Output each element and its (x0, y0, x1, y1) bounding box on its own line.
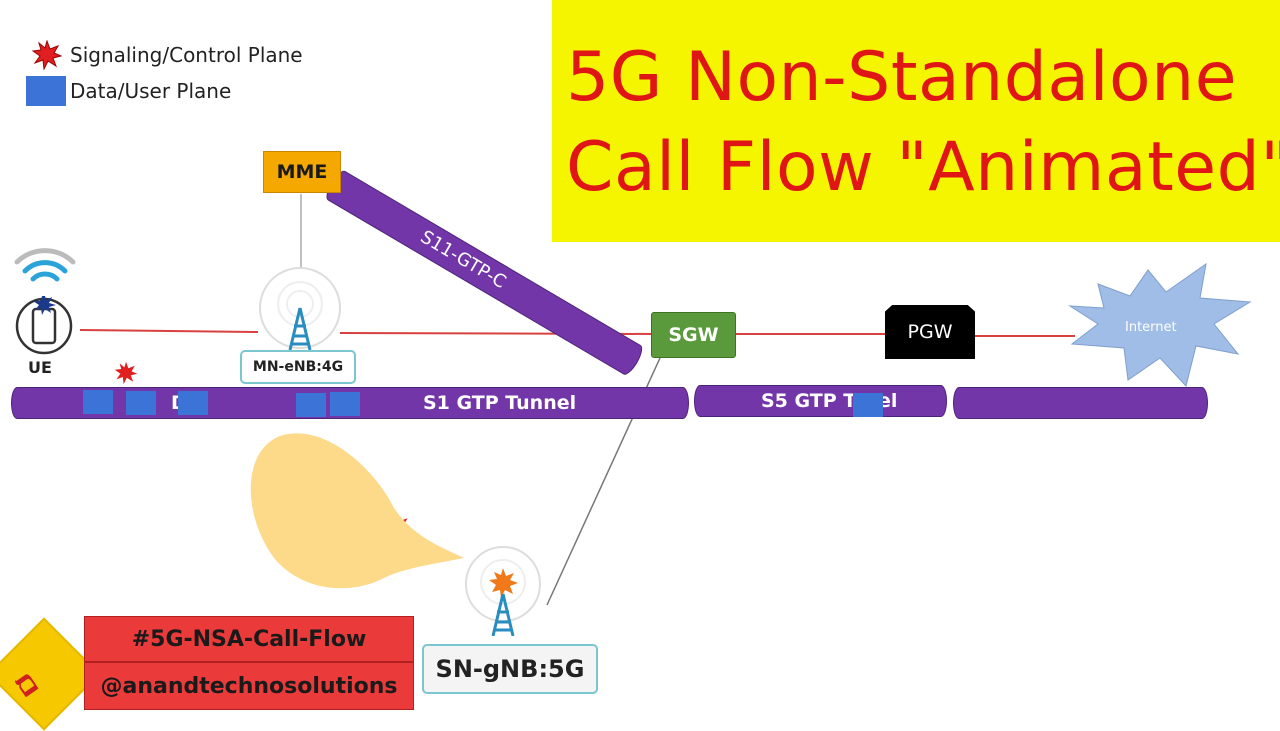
mme-node[interactable]: MME (263, 151, 341, 193)
mme-label: MME (276, 161, 328, 183)
pgw-node[interactable]: PGW (885, 305, 975, 359)
handle-tag[interactable]: @anandtechnosolutions (84, 662, 414, 710)
cell-tower-5g-icon (465, 546, 541, 637)
s5-tunnel: S5 GTP Tu el (694, 385, 947, 417)
hashtag-tag: #5G-NSA-Call-Flow (84, 616, 414, 662)
legend-signaling-label: Signaling/Control Plane (70, 43, 303, 67)
sgw-node[interactable]: SGW (651, 312, 736, 358)
handle-label: @anandtechnosolutions (100, 673, 398, 699)
data-packet (296, 393, 326, 417)
data-packet (83, 390, 113, 414)
legend-data: Data/User Plane (26, 76, 231, 106)
gnb-label: SN-gNB:5G (435, 655, 585, 683)
data-packet (853, 393, 883, 417)
gnb-tower[interactable] (463, 546, 543, 637)
wifi-icon (14, 248, 76, 282)
internet-label: Internet (1125, 320, 1177, 335)
title-line-2: Call Flow "Animated" (566, 128, 1280, 207)
signal-star-icon (114, 361, 138, 385)
sgw-label: SGW (668, 324, 719, 346)
title-banner: 5G Non-Standalone Call Flow "Animated" (552, 0, 1280, 242)
ue-label: UE (28, 358, 52, 377)
internet-cloud[interactable]: Internet (1068, 262, 1252, 388)
hashtag-label: #5G-NSA-Call-Flow (131, 626, 367, 652)
enb-tower[interactable] (258, 266, 342, 351)
sgi-tunnel (953, 387, 1208, 419)
phone-icon (15, 296, 73, 355)
s1-label: S1 GTP Tunnel (423, 392, 577, 414)
enb-label: MN-eNB:4G (252, 359, 344, 375)
internet-burst-icon (1068, 262, 1252, 388)
ue-device[interactable]: UE (10, 246, 80, 377)
legend-data-label: Data/User Plane (70, 79, 232, 103)
cell-tower-icon (259, 267, 341, 351)
gnb-label-box: SN-gNB:5G (422, 644, 598, 694)
data-packet (126, 391, 156, 415)
data-packet (178, 391, 208, 415)
data-packet-icon (26, 76, 66, 106)
title-line-1: 5G Non-Standalone (566, 38, 1238, 117)
signaling-star-icon (32, 40, 62, 70)
enb-label-box: MN-eNB:4G (240, 350, 356, 384)
s5-label: S5 GTP Tu (761, 390, 868, 412)
pgw-label: PGW (907, 321, 953, 343)
radio-coverage-shape (250, 433, 464, 589)
data-packet (330, 392, 360, 416)
legend-signaling: Signaling/Control Plane (32, 40, 303, 70)
